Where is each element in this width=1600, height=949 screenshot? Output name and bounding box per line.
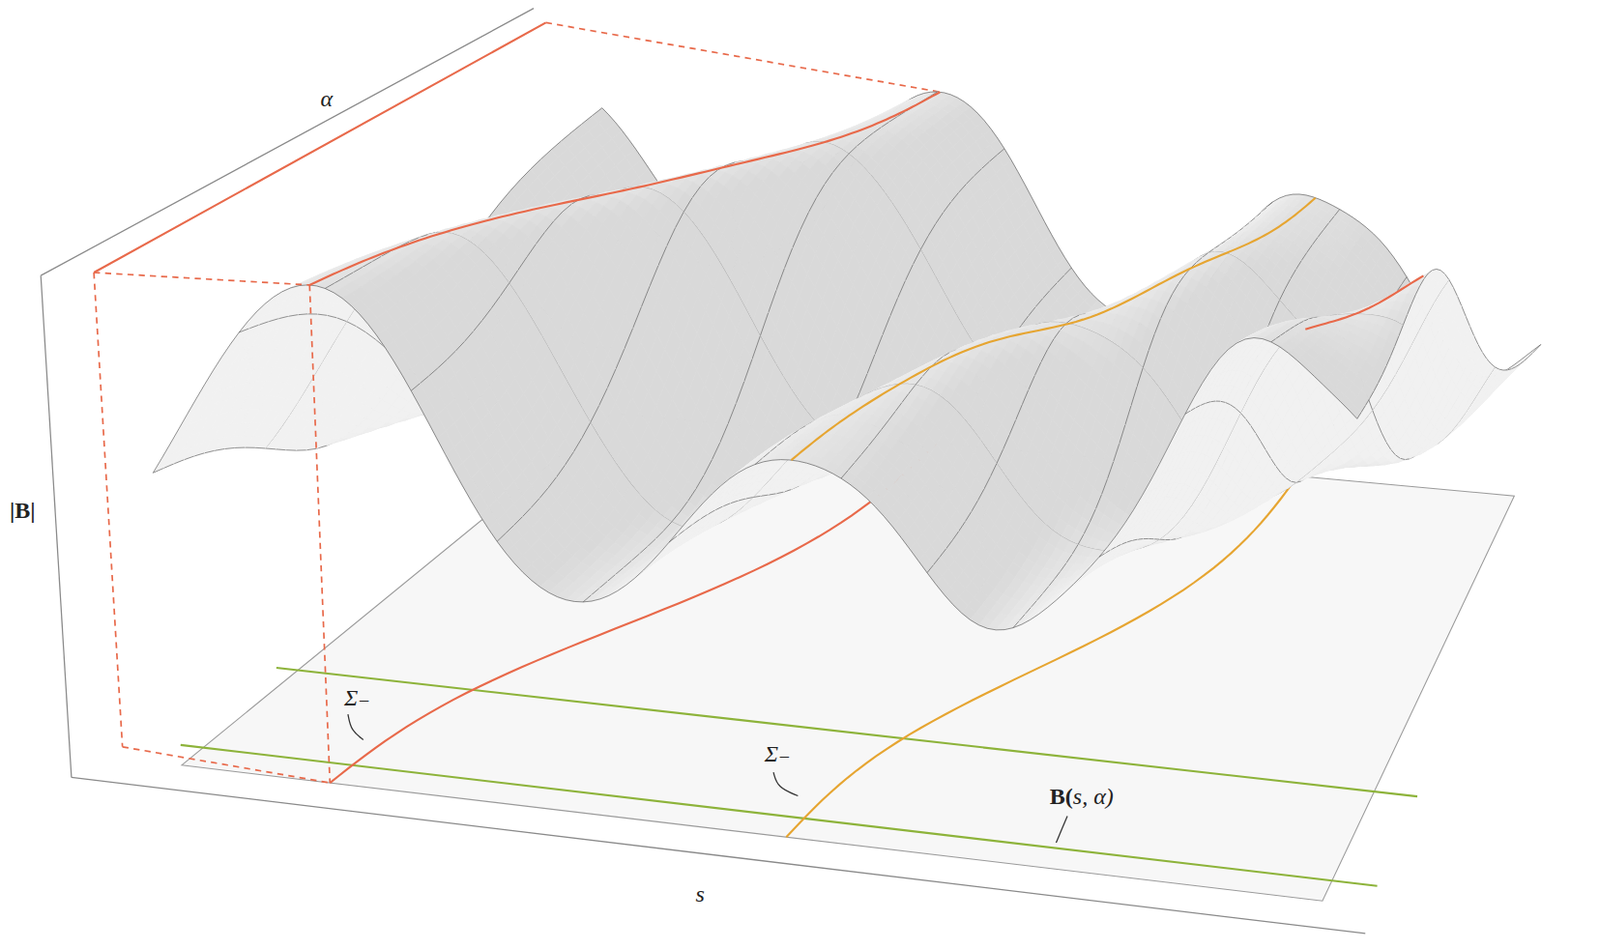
figure: α|B|sΣ₋Σ₋B(s, α) <box>0 0 1600 949</box>
